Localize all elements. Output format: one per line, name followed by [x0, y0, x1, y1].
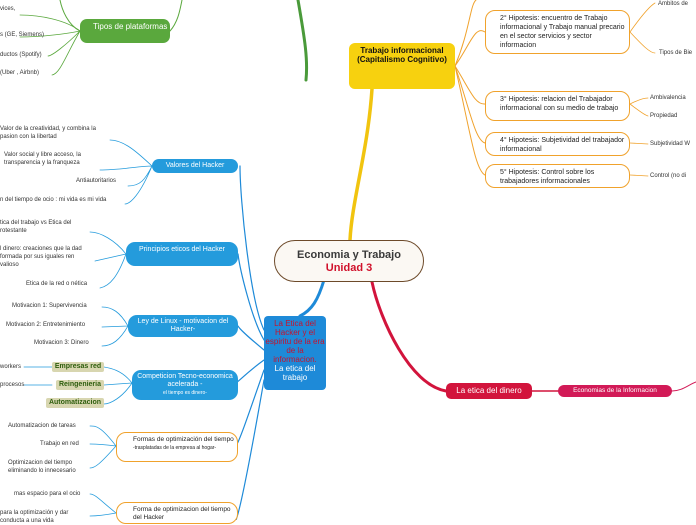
- node-hipotesis-3[interactable]: 3° Hipotesis: relacion del Trabajador in…: [485, 91, 630, 121]
- leaf-espacio-ocio[interactable]: mas espacio para el ocio: [14, 491, 81, 497]
- node-competicion[interactable]: Competicion Tecno-economica acelerada - …: [132, 370, 238, 400]
- node-label: Economias de la Informacion: [573, 387, 657, 394]
- node-hipotesis-4[interactable]: 4° Hipotesis: Subjetividad del trabajado…: [485, 132, 630, 156]
- node-trabajo-informacional[interactable]: Trabajo informacional (Capitalismo Cogni…: [349, 43, 455, 89]
- node-etica-dinero[interactable]: La etica del dinero: [446, 383, 532, 399]
- leaf-etica-trabajo[interactable]: tica del trabajo vs Etica del rotestante: [0, 220, 72, 234]
- leaf-control[interactable]: Control (no di: [650, 173, 687, 179]
- node-hipotesis-2[interactable]: 2° Hipotesis: encuentro de Trabajo infor…: [485, 10, 630, 54]
- leaf-valor-creatividad[interactable]: Valor de la creatividad, y combina la pa…: [0, 126, 96, 140]
- node-tipos-plataformas[interactable]: Tipos de plataformas: [80, 19, 170, 43]
- node-label: Valores del Hacker: [165, 162, 225, 169]
- leaf-optimizacion-vida[interactable]: para la optimización y dar conducta a un…: [0, 510, 69, 524]
- node-label: 3° Hipotesis: relacion del Trabajador in…: [500, 96, 619, 112]
- node-empresas-red[interactable]: Empresas red: [52, 362, 104, 372]
- node-label: 4° Hipotesis: Subjetividad del trabajado…: [500, 137, 625, 153]
- node-forma-optimizacion-hacker[interactable]: Forma de optimizacion del tiempo del Hac…: [116, 502, 238, 524]
- node-label: Empresas red: [54, 363, 102, 370]
- node-etica-hacker[interactable]: La Etica del Hacker y el espiritu de la …: [264, 316, 326, 390]
- leaf-workers[interactable]: workers: [0, 364, 22, 370]
- node-label: Automatizacion: [48, 399, 102, 406]
- leaf-antiautoritarios[interactable]: Antiautoritarios: [76, 178, 117, 184]
- leaf-tiempo-ocio[interactable]: n del tiempo de ocio : mi vida es mi vid…: [0, 197, 107, 203]
- node-valores-hacker[interactable]: Valores del Hacker: [152, 159, 238, 173]
- green-branch: [296, 0, 309, 82]
- leaf-tipos-bienes[interactable]: Tipos de Bie: [659, 50, 693, 56]
- node-principios-eticos[interactable]: Principios eticos del Hacker: [126, 242, 238, 266]
- node-label: Trabajo informacional (Capitalismo Cogni…: [357, 46, 447, 64]
- central-topic[interactable]: Economia y Trabajo Unidad 3: [274, 240, 424, 282]
- central-subtitle: Unidad 3: [325, 262, 373, 274]
- node-automatizacion[interactable]: Automatizacion: [46, 398, 104, 408]
- node-sublabel: -trasplatadas de la empresa al hogar-: [133, 445, 217, 451]
- node-label: La etica del dinero: [456, 386, 522, 395]
- node-economias-informacion[interactable]: Economias de la Informacion: [558, 385, 672, 397]
- node-reingenieria[interactable]: Reingenieria: [56, 380, 104, 390]
- node-label: Ley de Linux - motivacion del Hacker-: [137, 318, 229, 333]
- leaf-automatizacion-tareas[interactable]: Automatizacion de tareas: [8, 423, 76, 429]
- leaf-ambitos[interactable]: Ambitos de: [658, 1, 689, 7]
- node-hipotesis-5[interactable]: 5° Hipotesis: Control sobre los trabajad…: [485, 164, 630, 188]
- leaf-services[interactable]: vices,: [0, 6, 16, 12]
- leaf-subjetividad[interactable]: Subjetividad W: [650, 141, 691, 147]
- leaf-motivacion-2[interactable]: Motivacion 2: Entretenimiento: [6, 322, 86, 328]
- node-label: 5° Hipotesis: Control sobre los trabajad…: [500, 169, 595, 185]
- node-ley-linux[interactable]: Ley de Linux - motivacion del Hacker-: [128, 315, 238, 337]
- leaf-valor-social[interactable]: Valor social y libre acceso, la transpar…: [4, 152, 81, 166]
- leaf-propiedad[interactable]: Propiedad: [650, 113, 678, 119]
- leaf-procesos[interactable]: procesos: [0, 382, 25, 388]
- leaf-motivacion-3[interactable]: Motivacion 3: Dinero: [34, 340, 89, 346]
- leaf-motivacion-1[interactable]: Motivacion 1: Supervivencia: [12, 303, 87, 309]
- leaf-trabajo-red[interactable]: Trabajo en red: [40, 441, 79, 447]
- central-title: Economia y Trabajo: [297, 249, 401, 261]
- leaf-etica-red[interactable]: Etica de la red o nética: [26, 281, 88, 287]
- leaf-ambivalencia[interactable]: Ambivalencia: [650, 95, 686, 101]
- node-label: Tipos de plataformas: [93, 22, 168, 31]
- node-label: Principios eticos del Hacker: [139, 246, 225, 253]
- leaf-ge-siemens[interactable]: s (GE, Siemens): [0, 32, 45, 38]
- leaf-spotify[interactable]: ductos (Spotify): [0, 52, 42, 58]
- node-label: Reingenieria: [58, 381, 101, 388]
- leaf-optimizacion-tiempo[interactable]: Optimizacion del tiempo eliminando lo in…: [8, 460, 76, 474]
- node-label: Competicion Tecno-economica acelerada -: [137, 373, 233, 388]
- node-sublabel: el tiempo es dinero-: [163, 390, 207, 396]
- node-label-white: La etica del trabajo: [274, 364, 316, 382]
- node-label: 2° Hipotesis: encuentro de Trabajo infor…: [500, 15, 625, 49]
- node-label-red: La Etica del Hacker y el espiritu de la …: [265, 319, 325, 364]
- leaf-etica-dinero[interactable]: l dinero: creaciones que la dad formada …: [0, 246, 82, 268]
- node-label: Forma de optimizacion del tiempo del Hac…: [133, 506, 231, 521]
- node-formas-optimizacion[interactable]: Formas de optimización del tiempo -trasp…: [116, 432, 238, 462]
- node-label: Formas de optimización del tiempo: [133, 436, 234, 443]
- leaf-uber-airbnb[interactable]: (Uber , Airbnb): [0, 70, 40, 76]
